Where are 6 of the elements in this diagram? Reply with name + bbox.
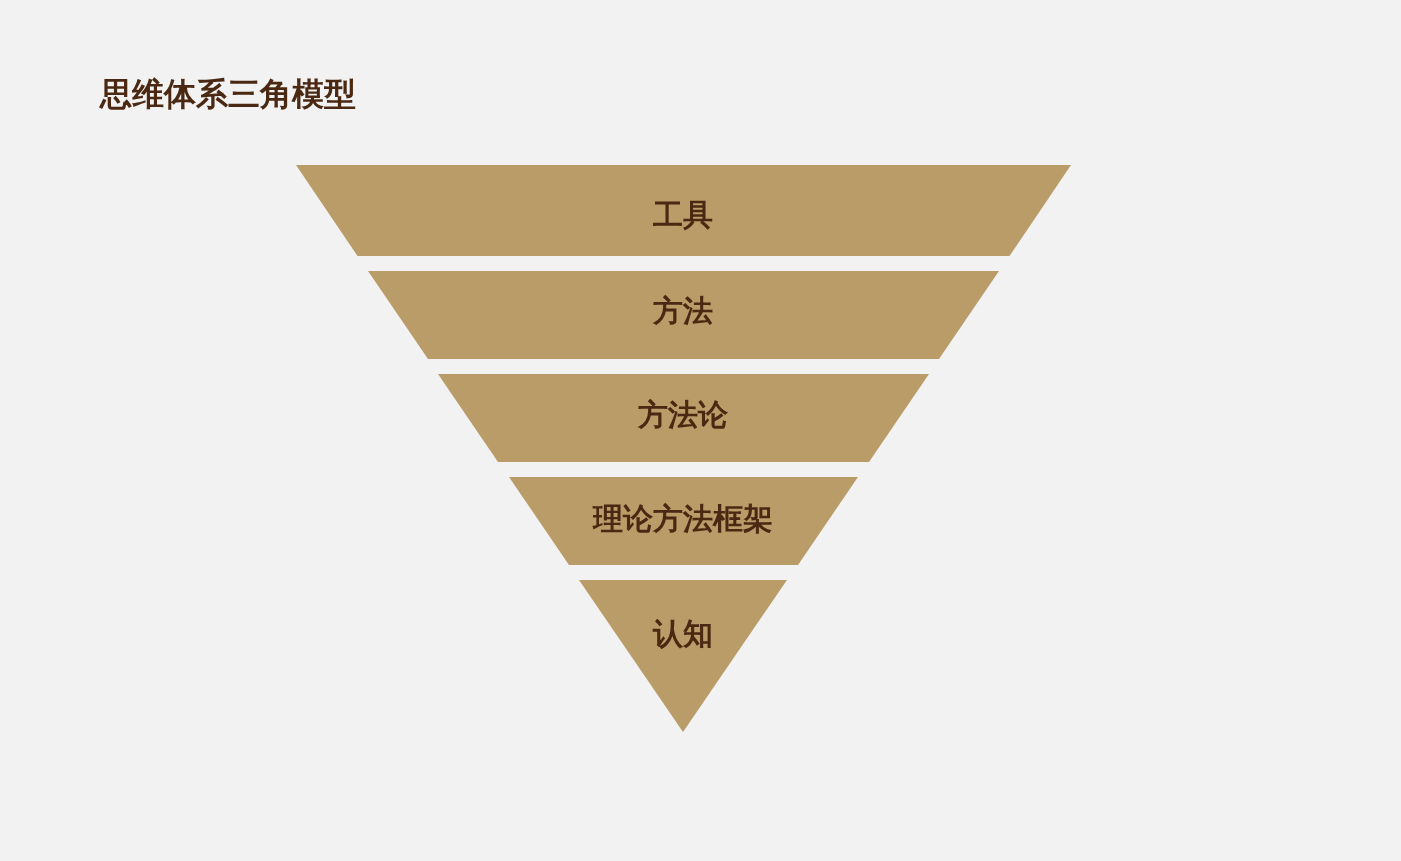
layer-label: 方法 [653, 293, 713, 329]
layer-label: 认知 [653, 616, 713, 652]
layer-label: 工具 [653, 197, 713, 233]
layer-label: 方法论 [638, 397, 728, 433]
layer-label: 理论方法框架 [593, 501, 773, 537]
title: 思维体系三角模型 [100, 74, 356, 114]
